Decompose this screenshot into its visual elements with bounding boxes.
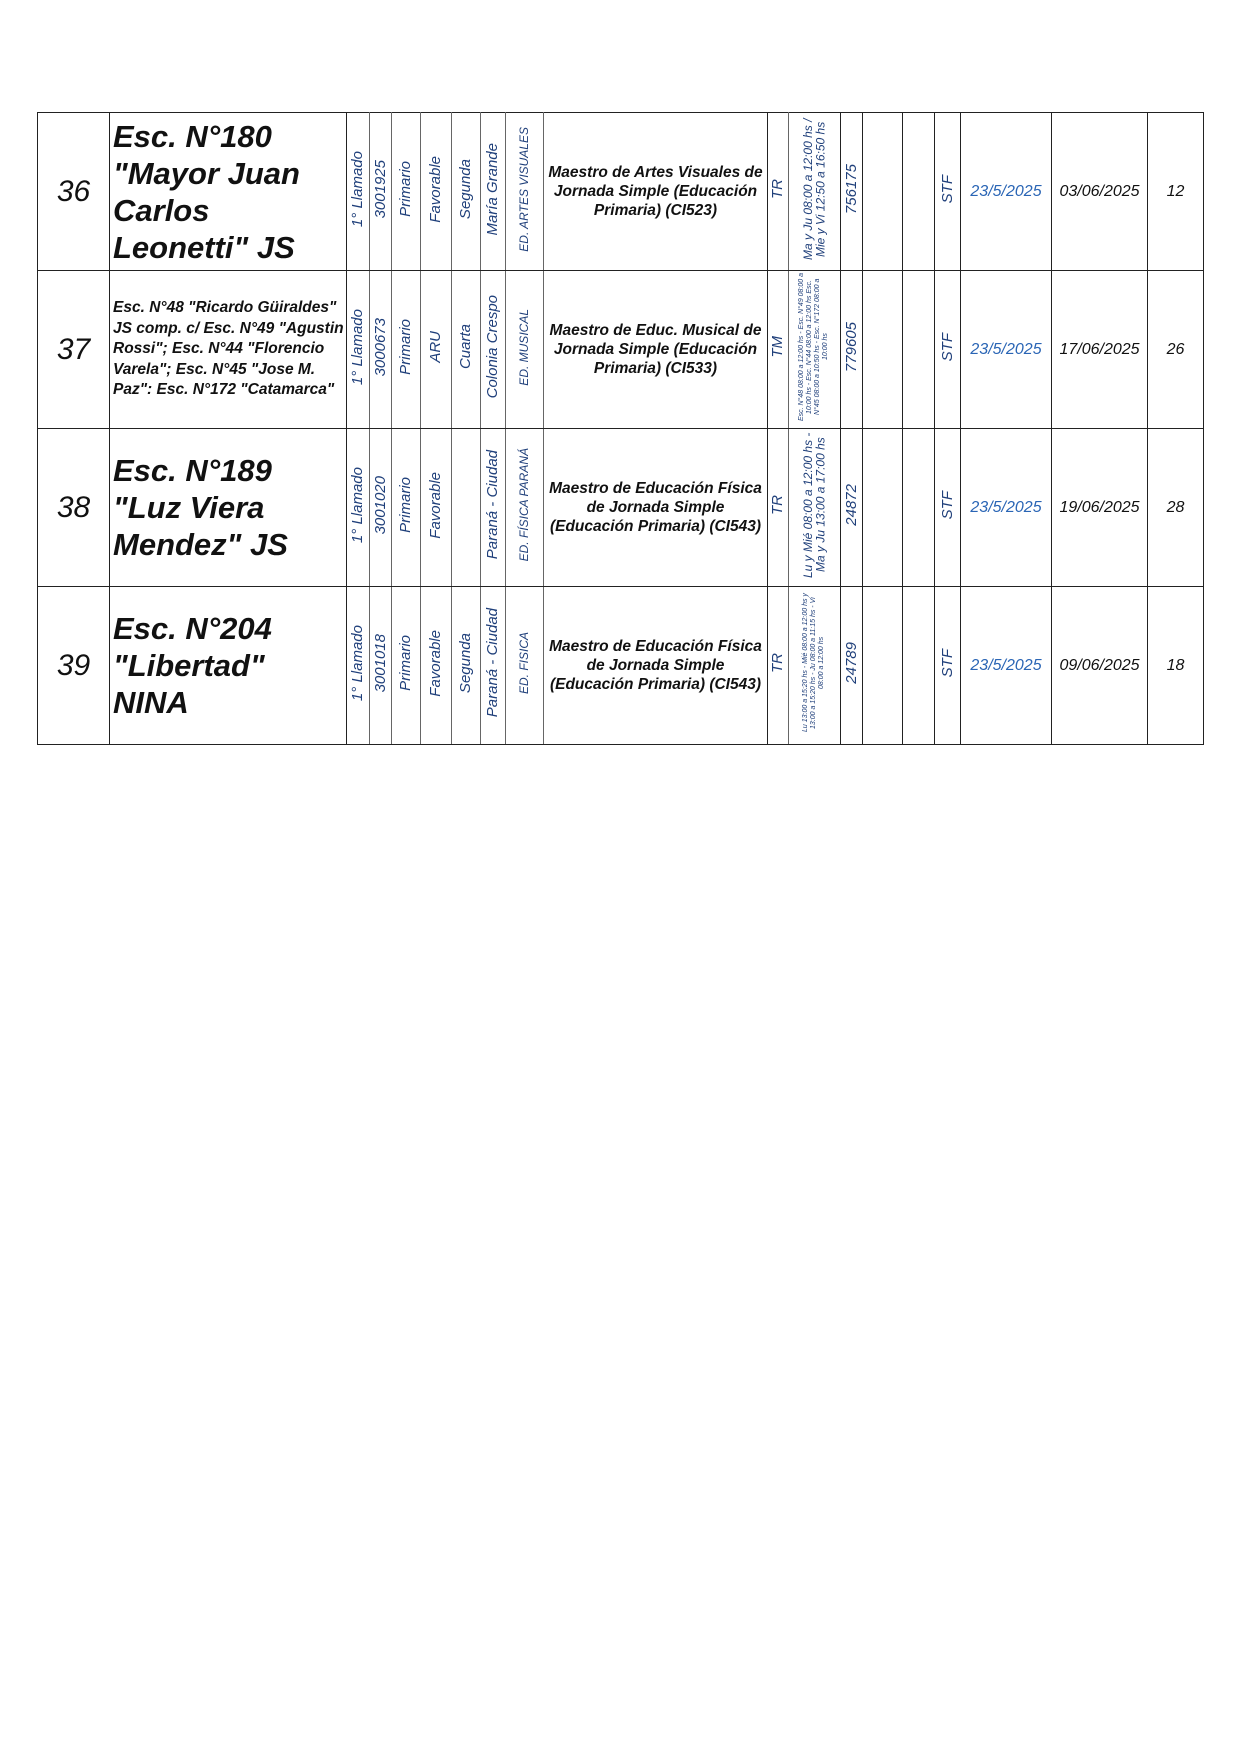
school-name: Esc. N°48 "Ricardo Güiraldes" JS comp. c… — [109, 270, 347, 429]
categoria-cell: Segunda — [451, 112, 481, 271]
table-row: 38 Esc. N°189 "Luz Viera Mendez" JS 1° L… — [37, 428, 1204, 587]
ubicacion-cell: Favorable — [420, 112, 452, 271]
fecha-cell: 03/06/2025 — [1051, 112, 1148, 271]
turno-cell: TR — [767, 586, 789, 745]
situacion-cell: STF — [934, 428, 961, 587]
cargo-cell: Maestro de Educación Física de Jornada S… — [543, 428, 768, 587]
ubicacion-cell: Favorable — [420, 428, 452, 587]
code-cell: 3000673 — [369, 270, 392, 429]
nivel-cell: Primario — [391, 112, 421, 271]
area-cell: ED. ARTES VISUALES — [505, 112, 544, 271]
nivel-cell: Primario — [391, 586, 421, 745]
code-cell: 3001018 — [369, 586, 392, 745]
fecha-publicacion-cell: 23/5/2025 — [960, 112, 1052, 271]
fecha-publicacion-cell: 23/5/2025 — [960, 428, 1052, 587]
row-number: 36 — [37, 112, 110, 271]
school-name: Esc. N°180 "Mayor Juan Carlos Leonetti" … — [109, 112, 347, 271]
localidad-cell: Paraná - Ciudad — [480, 586, 506, 745]
id-cell: 24789 — [840, 586, 863, 745]
row-number: 39 — [37, 586, 110, 745]
area-cell: ED. FISICA — [505, 586, 544, 745]
fecha-cell: 19/06/2025 — [1051, 428, 1148, 587]
categoria-cell — [451, 428, 481, 587]
horas-cell: 28 — [1147, 428, 1204, 587]
empty-cell-b — [902, 428, 935, 587]
table-row: 36 Esc. N°180 "Mayor Juan Carlos Leonett… — [37, 112, 1204, 271]
localidad-cell: Colonia Crespo — [480, 270, 506, 429]
nivel-cell: Primario — [391, 270, 421, 429]
empty-cell-a — [862, 428, 903, 587]
fecha-publicacion-cell: 23/5/2025 — [960, 270, 1052, 429]
empty-cell-b — [902, 112, 935, 271]
area-cell: ED. FÍSICA PARANÁ — [505, 428, 544, 587]
categoria-cell: Cuarta — [451, 270, 481, 429]
table-row: 37 Esc. N°48 "Ricardo Güiraldes" JS comp… — [37, 270, 1204, 429]
id-cell: 24872 — [840, 428, 863, 587]
fecha-publicacion-cell: 23/5/2025 — [960, 586, 1052, 745]
empty-cell-a — [862, 586, 903, 745]
area-cell: ED. MUSICAL — [505, 270, 544, 429]
fecha-cell: 17/06/2025 — [1051, 270, 1148, 429]
cargo-cell: Maestro de Artes Visuales de Jornada Sim… — [543, 112, 768, 271]
horas-cell: 12 — [1147, 112, 1204, 271]
llamado-cell: 1° Llamado — [346, 428, 370, 587]
llamado-cell: 1° Llamado — [346, 270, 370, 429]
horario-cell: Lu y Mié 08:00 a 12:00 hs - Ma y Ju 13:0… — [788, 428, 841, 587]
school-name: Esc. N°204 "Libertad" NINA — [109, 586, 347, 745]
cargo-cell: Maestro de Educación Física de Jornada S… — [543, 586, 768, 745]
horas-cell: 26 — [1147, 270, 1204, 429]
horario-cell: Esc. N°48 08:00 a 12:00 hs - Esc. N°49 0… — [788, 270, 841, 429]
code-cell: 3001925 — [369, 112, 392, 271]
id-cell: 756175 — [840, 112, 863, 271]
categoria-cell: Segunda — [451, 586, 481, 745]
id-cell: 779605 — [840, 270, 863, 429]
situacion-cell: STF — [934, 586, 961, 745]
table-row: 39 Esc. N°204 "Libertad" NINA 1° Llamado… — [37, 586, 1204, 745]
ubicacion-cell: Favorable — [420, 586, 452, 745]
empty-cell-b — [902, 270, 935, 429]
turno-cell: TR — [767, 112, 789, 271]
nivel-cell: Primario — [391, 428, 421, 587]
horario-cell: Lu 13:00 a 15:20 hs - Mié 08:00 a 12:00 … — [788, 586, 841, 745]
fecha-cell: 09/06/2025 — [1051, 586, 1148, 745]
row-number: 38 — [37, 428, 110, 587]
llamado-cell: 1° Llamado — [346, 112, 370, 271]
localidad-cell: María Grande — [480, 112, 506, 271]
empty-cell-a — [862, 270, 903, 429]
situacion-cell: STF — [934, 112, 961, 271]
horas-cell: 18 — [1147, 586, 1204, 745]
turno-cell: TM — [767, 270, 789, 429]
situacion-cell: STF — [934, 270, 961, 429]
cargo-cell: Maestro de Educ. Musical de Jornada Simp… — [543, 270, 768, 429]
ubicacion-cell: ARU — [420, 270, 452, 429]
code-cell: 3001020 — [369, 428, 392, 587]
empty-cell-b — [902, 586, 935, 745]
llamado-cell: 1° Llamado — [346, 586, 370, 745]
row-number: 37 — [37, 270, 110, 429]
school-name: Esc. N°189 "Luz Viera Mendez" JS — [109, 428, 347, 587]
vacancies-table: 36 Esc. N°180 "Mayor Juan Carlos Leonett… — [37, 112, 1204, 745]
horario-cell: Ma y Ju 08:00 a 12:00 hs / Mie y Vi 12:5… — [788, 112, 841, 271]
empty-cell-a — [862, 112, 903, 271]
localidad-cell: Paraná - Ciudad — [480, 428, 506, 587]
turno-cell: TR — [767, 428, 789, 587]
